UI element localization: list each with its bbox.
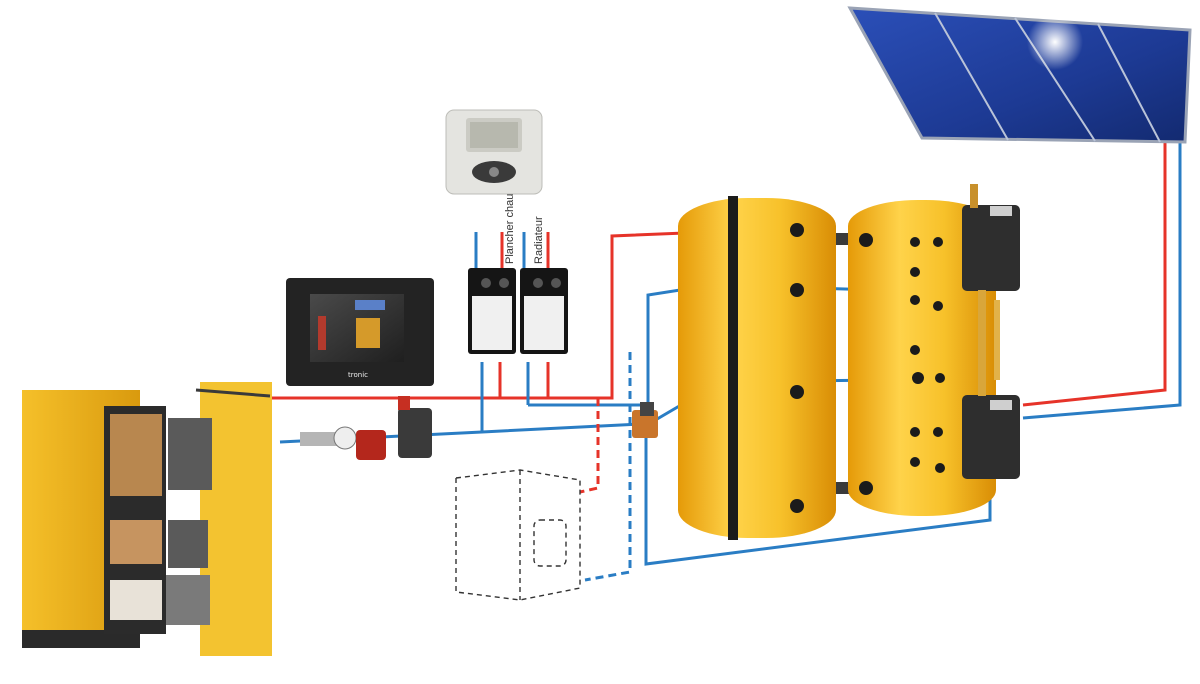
pump-group [300,396,658,460]
radiator-label: Radiateur [533,216,545,264]
wood-boiler [22,382,272,656]
solar-tank-right [848,200,996,516]
optional-boiler-hot-dashed [579,398,600,494]
bottom-return-pipe [644,430,992,566]
touch-control-panel[interactable]: tronic [286,278,434,386]
room-thermostat[interactable] [445,109,543,195]
solar-panel [847,6,1192,144]
solar-cold-pipe [1022,132,1182,420]
manifold-group [468,268,568,354]
buffer-tank-left [678,196,862,540]
optional-boiler-outline [455,469,581,601]
floor-heating-label: Plancher chauffant [504,172,516,264]
solar-hot-pipe [1022,140,1167,407]
touch-panel-brand: tronic [348,371,368,379]
optional-boiler-cold-dashed [584,352,632,582]
solar-pump-station [962,184,1020,479]
